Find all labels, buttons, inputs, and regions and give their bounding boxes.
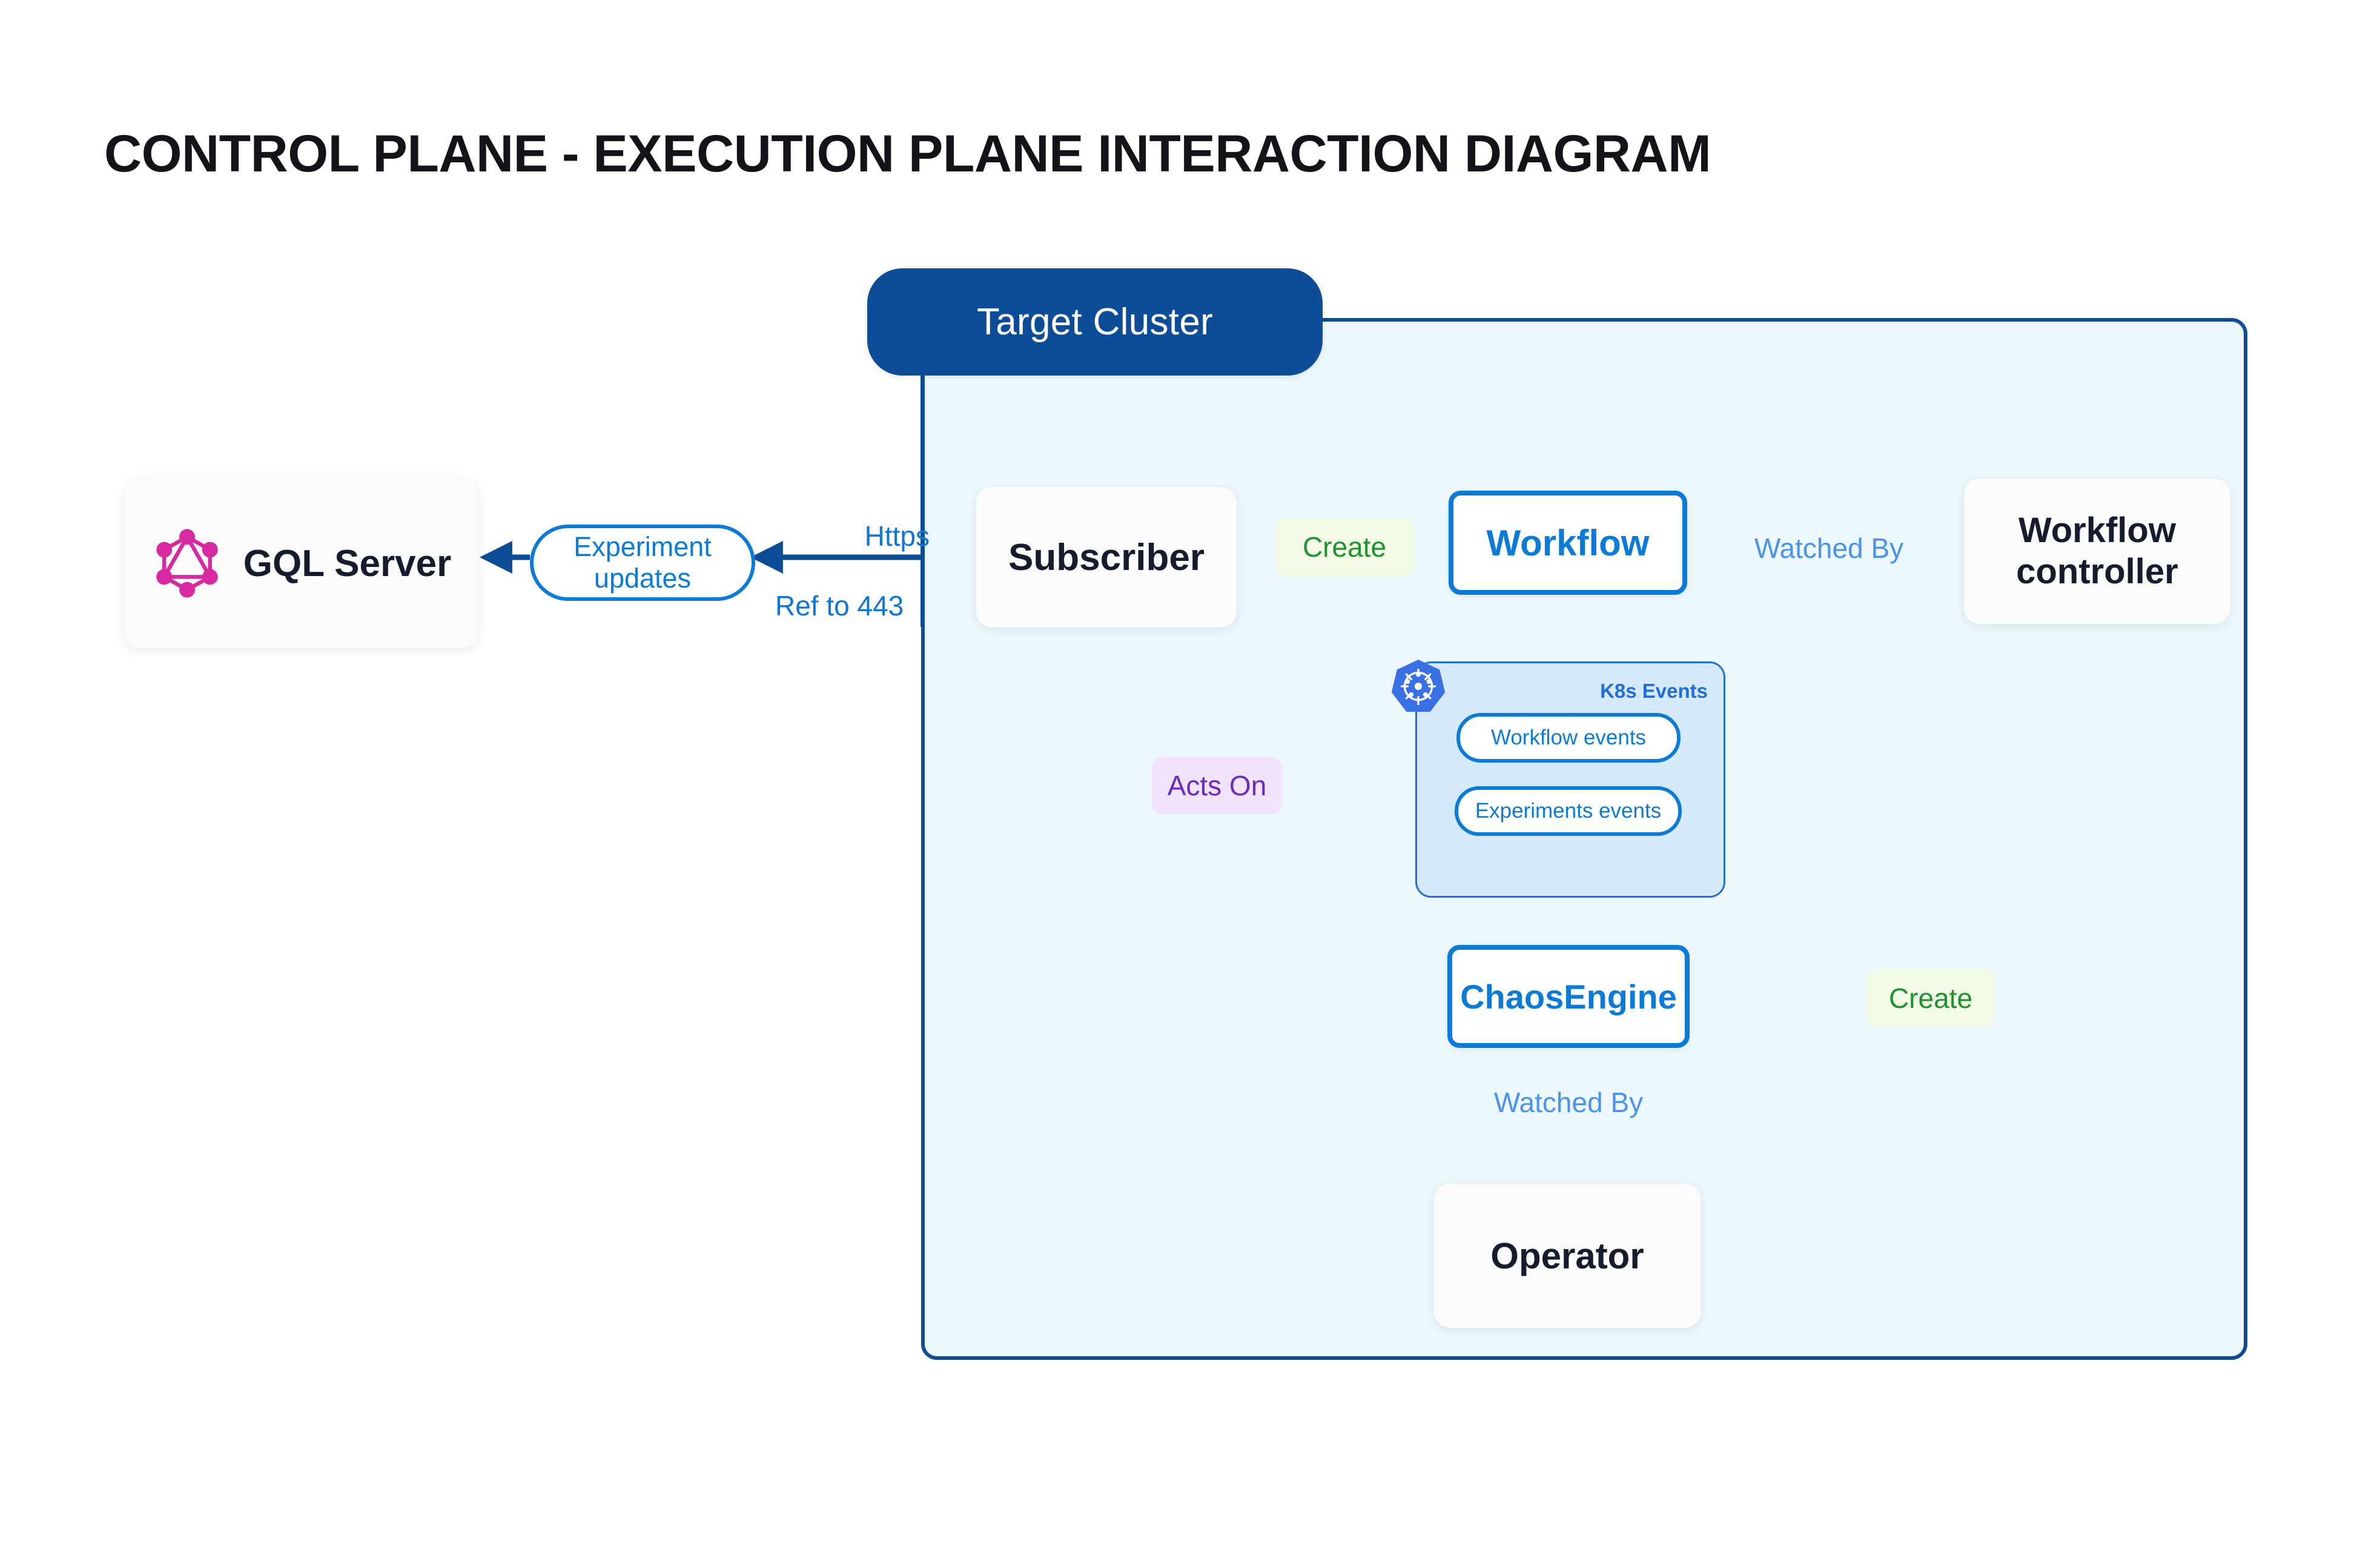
node-workflow[interactable]: Workflow [1449,491,1687,595]
k8s-events-panel-label: K8s Events [1600,680,1708,702]
target-cluster-badge-label: Target Cluster [976,301,1214,343]
page-title: CONTROL PLANE - EXECUTION PLANE INTERACT… [104,125,1711,183]
edge-label-ref-to-443: Ref to 443 [775,590,904,621]
k8s-pill-experiments-events-label: Experiments events [1475,799,1662,823]
node-operator[interactable]: Operator [1434,1184,1701,1328]
graphql-logo-icon [151,528,223,599]
edge-label-experiment-updates-line1: Experiment [574,531,712,563]
edge-label-create-workflow: Create [1275,518,1414,576]
node-subscriber-label: Subscriber [1008,536,1205,578]
k8s-pill-workflow-events[interactable]: Workflow events [1456,713,1681,763]
node-gql-server-label: GQL Server [243,542,452,585]
node-gql-server[interactable]: GQL Server [124,479,478,648]
node-subscriber[interactable]: Subscriber [976,487,1237,628]
target-cluster-badge[interactable]: Target Cluster [867,268,1323,376]
node-workflow-label: Workflow [1486,522,1650,563]
k8s-pill-workflow-events-label: Workflow events [1490,726,1647,749]
edge-label-watched-by-workflow-controller: Watched By [1754,532,1904,564]
edge-label-create-chaosengine: Create [1866,969,1995,1027]
kubernetes-logo-icon [1389,658,1448,717]
node-workflow-controller-label: Workflow controller [2016,510,2178,591]
edge-label-experiment-updates-line2: updates [593,563,692,594]
node-chaosengine-label: ChaosEngine [1460,977,1677,1016]
k8s-events-panel [1415,661,1725,898]
k8s-pill-experiments-events[interactable]: Experiments events [1455,786,1682,836]
edge-label-https: Https [864,520,930,552]
edge-label-watched-by-operator: Watched By [1493,1087,1644,1118]
node-chaosengine[interactable]: ChaosEngine [1447,945,1690,1048]
node-operator-label: Operator [1490,1235,1644,1276]
edge-label-experiment-updates: Experiment updates [530,525,755,601]
edge-label-acts-on: Acts On [1152,757,1282,814]
node-workflow-controller[interactable]: Workflow controller [1964,479,2230,624]
